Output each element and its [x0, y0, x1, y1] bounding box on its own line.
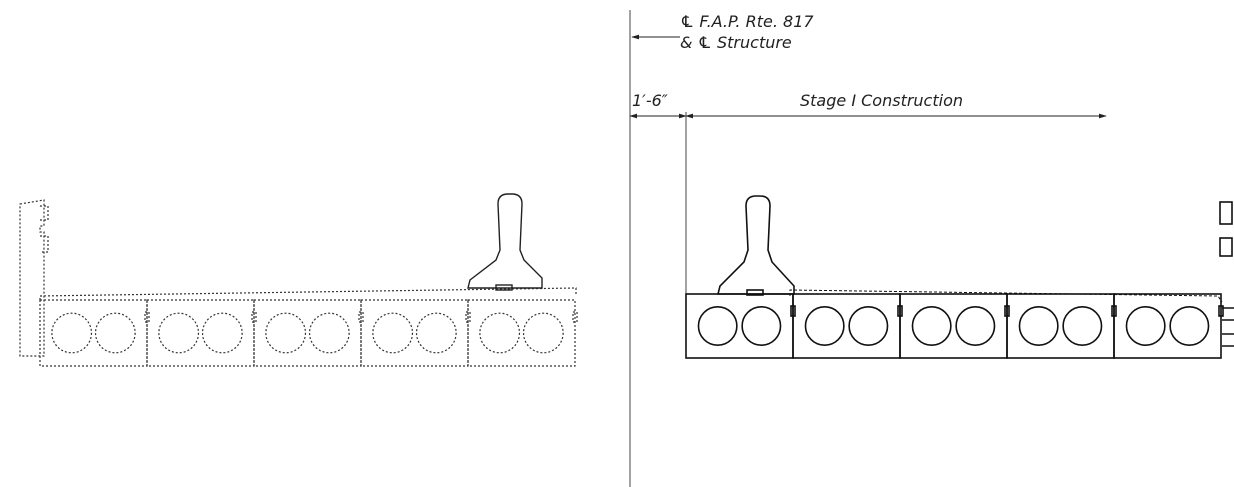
existing-beam: [360, 299, 469, 367]
existing-void: [158, 312, 200, 354]
existing-barrier: [467, 193, 543, 289]
stage-one-void: [1018, 305, 1059, 346]
existing-deck-overlay: [39, 287, 577, 300]
existing-void: [415, 312, 457, 354]
existing-beam: [467, 299, 576, 367]
stage-one-shear-key: [1218, 305, 1224, 317]
existing-shear-key: [572, 311, 578, 323]
stage-one-void: [741, 305, 782, 346]
existing-end-wall-notch: [40, 205, 49, 221]
existing-end-wall: [19, 199, 45, 357]
stage-one-void: [1125, 305, 1166, 346]
stage-one-structure: [685, 195, 1234, 359]
existing-structure: [19, 193, 578, 367]
existing-beam: [146, 299, 255, 367]
existing-void: [94, 312, 136, 354]
centerline-label-line-2: & ℄ Structure: [680, 33, 792, 52]
stage-one-void: [697, 305, 738, 346]
existing-beam: [253, 299, 362, 367]
stage-one-overlay: [789, 289, 1223, 303]
existing-void: [201, 312, 243, 354]
stage-one-void: [911, 305, 952, 346]
existing-barrier-shoe: [495, 284, 513, 291]
stage-one-beam: [792, 293, 901, 359]
stage-one-void: [955, 305, 996, 346]
right-end-detail-2: [1219, 237, 1233, 257]
offset-dimension-label: 1′-6″: [632, 91, 668, 110]
stage-one-void: [804, 305, 845, 346]
existing-void: [372, 312, 414, 354]
stage-label: Stage I Construction: [800, 91, 963, 110]
stage-one-void: [1169, 305, 1210, 346]
stage-one-beam: [899, 293, 1008, 359]
stage-one-beam: [685, 293, 794, 359]
right-end-detail-3: [1222, 307, 1234, 347]
existing-void: [479, 312, 521, 354]
right-end-detail-1: [1219, 201, 1233, 225]
existing-void: [308, 312, 350, 354]
stage-one-void: [1062, 305, 1103, 346]
existing-void: [51, 312, 93, 354]
existing-end-wall-notch-2: [40, 235, 49, 253]
existing-void: [265, 312, 307, 354]
stage-one-barrier: [716, 195, 795, 295]
stage-one-beam: [1006, 293, 1115, 359]
stage-one-void: [848, 305, 889, 346]
stage-one-beam: [1113, 293, 1222, 359]
existing-void: [522, 312, 564, 354]
stage-one-barrier-shoe: [746, 289, 764, 296]
centerline-label-line-1: ℄ F.A.P. Rte. 817: [680, 12, 814, 31]
existing-beam: [39, 299, 148, 367]
